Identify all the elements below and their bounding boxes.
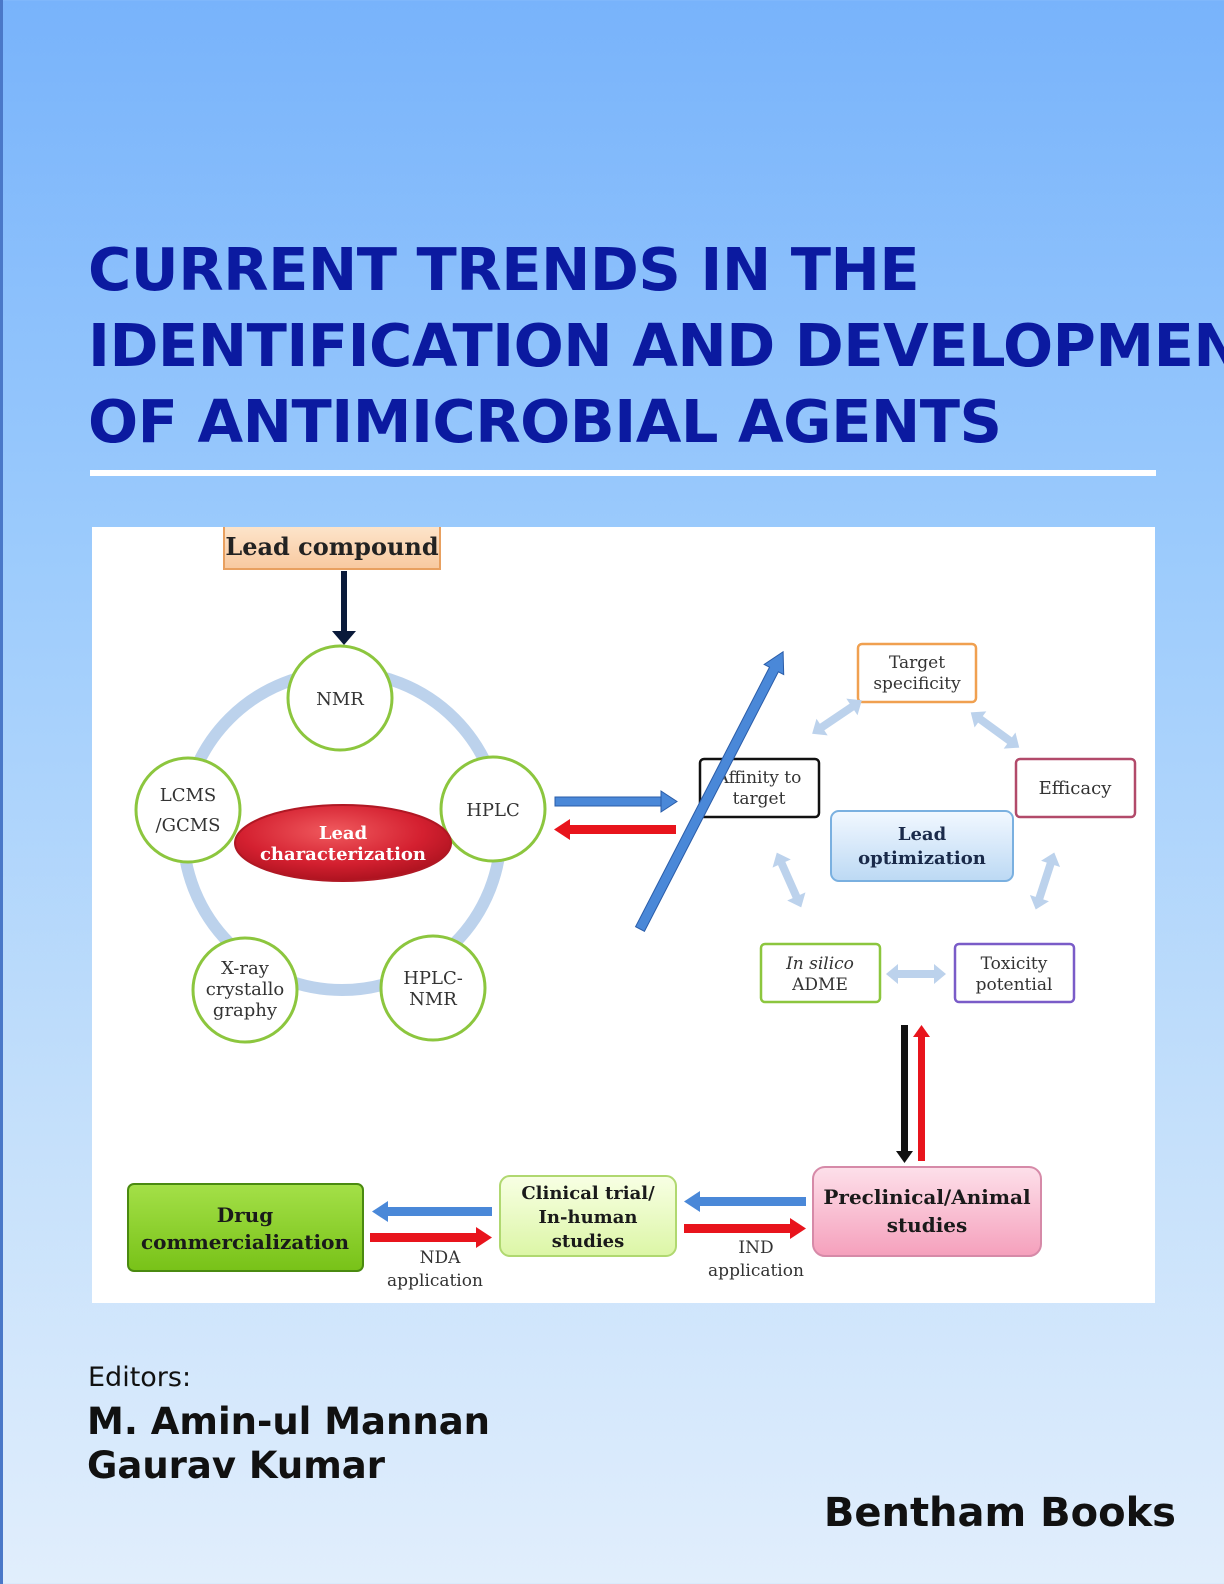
svg-text:specificity: specificity bbox=[873, 674, 961, 694]
editor-name-2: Gaurav Kumar bbox=[87, 1444, 386, 1487]
nda-application-label: application bbox=[387, 1271, 483, 1291]
svg-text:studies: studies bbox=[887, 1213, 968, 1237]
svg-text:/GCMS: /GCMS bbox=[156, 815, 221, 836]
svg-text:studies: studies bbox=[552, 1231, 625, 1252]
svg-text:potential: potential bbox=[976, 975, 1053, 995]
factor-efficacy: Efficacy bbox=[1014, 757, 1137, 819]
arrow-down-to-preclinical bbox=[896, 1025, 913, 1163]
technique-hplc-nmr: HPLC- NMR bbox=[379, 934, 487, 1042]
svg-text:NMR: NMR bbox=[409, 989, 457, 1010]
svg-text:Lead: Lead bbox=[319, 823, 368, 844]
arrow-nda-application bbox=[370, 1227, 492, 1248]
svg-text:Lead: Lead bbox=[898, 824, 947, 845]
svg-text:commercialization: commercialization bbox=[141, 1230, 350, 1254]
arrow-preclinical-to-clinical bbox=[684, 1191, 806, 1212]
arrow-clinical-to-optimization bbox=[634, 650, 785, 932]
arrow-clinical-to-commercialization bbox=[372, 1201, 492, 1222]
svg-text:LCMS: LCMS bbox=[160, 785, 217, 806]
svg-text:HPLC-: HPLC- bbox=[403, 968, 463, 989]
technique-nmr: NMR bbox=[286, 644, 394, 752]
svg-text:Drug: Drug bbox=[217, 1203, 273, 1227]
lead-characterization-ellipse: Lead characterization bbox=[234, 804, 452, 882]
editor-name-1: M. Amin-ul Mannan bbox=[87, 1400, 491, 1443]
svg-text:NMR: NMR bbox=[316, 689, 364, 710]
drug-development-diagram: Lead compound NMR HPLC HPLC- NMR X-ray c… bbox=[92, 527, 1155, 1303]
lead-compound-label: Lead compound bbox=[225, 532, 439, 561]
arrow-back-to-characterization bbox=[554, 819, 676, 840]
svg-text:Affinity to: Affinity to bbox=[716, 768, 802, 788]
cover-left-edge bbox=[0, 0, 3, 1584]
arrow-up-to-optimization bbox=[913, 1025, 930, 1161]
svg-text:Clinical trial/: Clinical trial/ bbox=[521, 1183, 655, 1204]
publisher-name: Bentham Books bbox=[823, 1490, 1176, 1536]
title-divider bbox=[90, 470, 1156, 476]
preclinical-box: Preclinical/Animal studies bbox=[812, 1166, 1042, 1257]
svg-text:graphy: graphy bbox=[213, 1000, 278, 1021]
svg-text:Preclinical/Animal: Preclinical/Animal bbox=[823, 1185, 1031, 1209]
arrow-ind-application bbox=[684, 1218, 806, 1239]
nda-label: NDA bbox=[420, 1248, 462, 1268]
svg-text:ADME: ADME bbox=[791, 975, 848, 995]
svg-text:target: target bbox=[733, 789, 786, 809]
technique-lcms-gcms: LCMS /GCMS bbox=[134, 756, 242, 864]
clinical-trial-box: Clinical trial/ In-human studies bbox=[499, 1175, 677, 1257]
svg-text:crystallo: crystallo bbox=[206, 979, 284, 1000]
svg-text:X-ray: X-ray bbox=[221, 958, 270, 979]
title-line-3: OF ANTIMICROBIAL AGENTS bbox=[88, 387, 1002, 456]
svg-text:HPLC: HPLC bbox=[466, 800, 520, 821]
factor-affinity-to-target: Affinity to target bbox=[698, 757, 821, 819]
factor-toxicity-potential: Toxicity potential bbox=[953, 942, 1076, 1004]
technique-xray-crystallography: X-ray crystallo graphy bbox=[191, 936, 299, 1044]
cycle-arrows bbox=[772, 698, 1061, 984]
lead-compound-box: Lead compound bbox=[223, 527, 441, 570]
svg-text:Toxicity: Toxicity bbox=[981, 954, 1048, 974]
technique-hplc: HPLC bbox=[439, 755, 547, 863]
ind-application-label: application bbox=[708, 1261, 804, 1281]
factor-in-silico-adme: In silico ADME bbox=[759, 942, 882, 1004]
lead-optimization-box: Lead optimization bbox=[830, 810, 1014, 882]
arrow-to-optimization bbox=[554, 790, 678, 813]
book-title: CURRENT TRENDS IN THE IDENTIFICATION AND… bbox=[88, 232, 1224, 460]
svg-text:Efficacy: Efficacy bbox=[1039, 778, 1113, 799]
title-line-2: IDENTIFICATION AND DEVELOPMENT bbox=[88, 311, 1224, 380]
lead-compound-arrow bbox=[332, 571, 356, 645]
svg-text:Target: Target bbox=[889, 653, 945, 673]
title-line-1: CURRENT TRENDS IN THE bbox=[88, 235, 920, 304]
drug-commercialization-box: Drug commercialization bbox=[127, 1183, 364, 1272]
factor-target-specificity: Target specificity bbox=[856, 642, 978, 704]
svg-text:optimization: optimization bbox=[858, 848, 986, 869]
ind-label: IND bbox=[738, 1238, 773, 1258]
editors-label: Editors: bbox=[88, 1362, 192, 1393]
svg-text:characterization: characterization bbox=[260, 844, 426, 865]
svg-text:In-human: In-human bbox=[539, 1207, 638, 1228]
svg-text:In silico: In silico bbox=[785, 954, 854, 974]
